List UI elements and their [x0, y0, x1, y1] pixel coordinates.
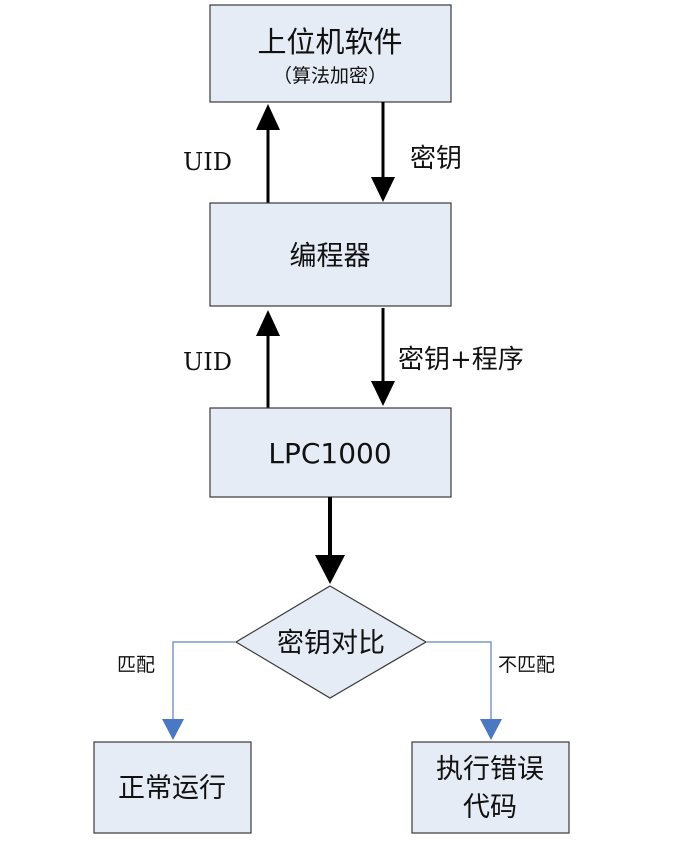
error-title-line1: 执行错误 [436, 754, 544, 785]
host-software-box [209, 4, 452, 103]
error-node: 执行错误 代码 [411, 741, 570, 834]
programmer-node: 编程器 [209, 202, 452, 307]
arrow-down-icon [162, 719, 184, 740]
lpc-title: LPC1000 [268, 437, 391, 470]
arrow-down-icon [480, 719, 502, 740]
programmer-title: 编程器 [290, 241, 371, 272]
match-label: 匹配 [117, 654, 155, 676]
uid-arrow-mid [256, 310, 280, 408]
arrow-up-icon [256, 104, 280, 130]
error-title-line2: 代码 [463, 792, 517, 823]
mismatch-branch [426, 641, 502, 740]
uid-label-top: UID [183, 148, 232, 176]
key-arrow-top [371, 102, 395, 202]
decision-diamond [234, 585, 428, 699]
mismatch-label: 不匹配 [498, 654, 555, 676]
error-box [411, 741, 570, 834]
match-branch [162, 641, 236, 740]
host-software-title: 上位机软件 [257, 25, 402, 59]
key-label-top: 密钥 [410, 144, 462, 174]
lpc-box [209, 407, 452, 498]
arrow-down-icon [371, 381, 395, 406]
host-software-subtitle: （算法加密） [273, 65, 387, 87]
decision-node: 密钥对比 [234, 585, 428, 699]
key-program-label: 密钥+程序 [398, 345, 524, 375]
programmer-box [209, 202, 452, 307]
normal-run-title: 正常运行 [118, 773, 226, 804]
key-program-arrow [371, 308, 395, 406]
arrow-down-icon [315, 555, 345, 584]
decision-title: 密钥对比 [277, 628, 385, 659]
arrow-up-icon [256, 310, 280, 336]
lpc-node: LPC1000 [209, 407, 452, 498]
uid-label-mid: UID [183, 348, 232, 376]
normal-run-box [93, 741, 252, 834]
host-software-node: 上位机软件 （算法加密） [209, 4, 452, 103]
normal-run-node: 正常运行 [93, 741, 252, 834]
uid-arrow-top [256, 104, 280, 203]
lpc-to-decision-arrow [315, 497, 345, 584]
arrow-down-icon [371, 177, 395, 202]
